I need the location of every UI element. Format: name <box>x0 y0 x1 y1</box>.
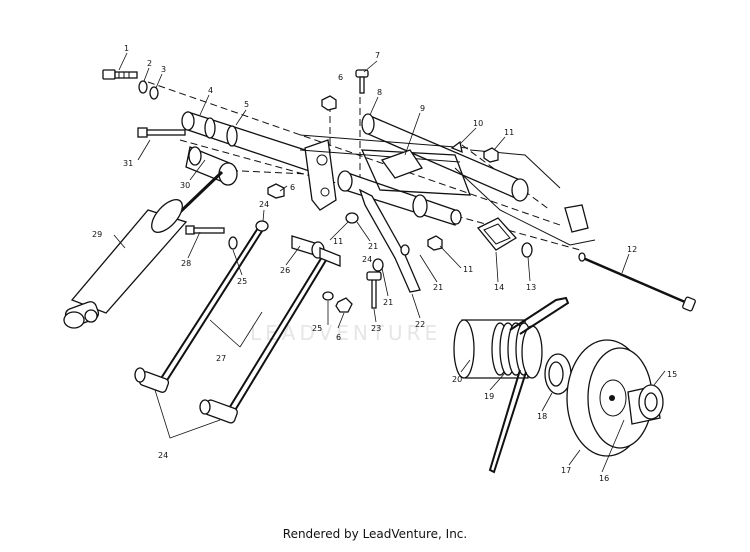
callout-25-right: 25 <box>312 324 322 333</box>
callout-28: 28 <box>181 259 191 268</box>
bolt-1 <box>102 69 138 80</box>
frame-tab <box>564 204 589 233</box>
callout-6-lower: 6 <box>336 333 341 342</box>
pin-10 <box>450 140 463 154</box>
callout-6-top: 6 <box>338 73 343 82</box>
callout-1: 1 <box>124 44 129 53</box>
washer-25-left <box>228 236 238 250</box>
cross-shaft-4 <box>181 111 331 179</box>
callout-18: 18 <box>537 412 547 421</box>
callout-24-middle: 24 <box>362 255 372 264</box>
bolt-23 <box>366 271 382 309</box>
callout-9: 9 <box>420 104 425 113</box>
callout-11-left: 11 <box>333 237 343 246</box>
hub-15 <box>627 384 664 425</box>
nut-11-middle <box>427 235 443 251</box>
callout-25-left: 25 <box>237 277 247 286</box>
washer-18 <box>544 353 572 395</box>
front-axle <box>337 149 471 226</box>
support-bracket-22 <box>345 188 421 293</box>
callout-29: 29 <box>92 230 102 239</box>
callout-10: 10 <box>473 119 483 128</box>
shock-absorber-29 <box>63 170 224 329</box>
washer-3 <box>149 86 159 100</box>
callout-22: 22 <box>415 320 425 329</box>
callouts: 1 2 3 4 5 6 6 6 7 8 9 10 11 11 11 12 13 … <box>92 44 677 483</box>
callout-7: 7 <box>375 51 380 60</box>
callout-13: 13 <box>526 283 536 292</box>
footer-credit: Rendered by LeadVenture, Inc. <box>282 527 468 541</box>
bushing-30 <box>185 146 238 186</box>
bolt-31 <box>137 127 186 138</box>
callout-21-right: 21 <box>433 283 443 292</box>
callout-15: 15 <box>667 370 677 379</box>
bracket-plate <box>304 139 337 211</box>
callout-4: 4 <box>208 86 213 95</box>
washer-25-right <box>322 291 334 301</box>
callout-19: 19 <box>484 392 494 401</box>
callout-16: 16 <box>599 474 609 483</box>
leader-lines <box>113 52 666 473</box>
callout-2: 2 <box>147 59 152 68</box>
bolt-28 <box>185 225 225 235</box>
long-bolt-12 <box>578 252 696 312</box>
callout-17: 17 <box>561 466 571 475</box>
link-rod-27-right <box>199 251 332 424</box>
callout-12: 12 <box>627 245 637 254</box>
bushing-26 <box>291 235 341 267</box>
callout-30: 30 <box>180 181 190 190</box>
callout-6-middle: 6 <box>290 183 295 192</box>
callout-11-top: 11 <box>504 128 514 137</box>
washer-2 <box>138 80 148 94</box>
callout-21-middle: 21 <box>383 298 393 307</box>
nut-6-lower <box>335 297 353 313</box>
nut-6-top <box>321 95 337 111</box>
nut-13 <box>521 242 533 258</box>
callout-3: 3 <box>161 65 166 74</box>
callout-31: 31 <box>123 159 133 168</box>
callout-14: 14 <box>494 283 504 292</box>
upper-shaft <box>361 113 529 202</box>
spring-19 <box>453 296 570 474</box>
link-rod-27-left <box>134 220 269 393</box>
watermark-text: LEADVENTURE <box>250 321 441 345</box>
callout-26: 26 <box>280 266 290 275</box>
callout-23: 23 <box>371 324 381 333</box>
callout-20: 20 <box>452 375 462 384</box>
callout-21-left: 21 <box>368 242 378 251</box>
nut-11-top <box>483 147 499 163</box>
nut-6-middle <box>267 183 285 199</box>
clip-9 <box>380 149 423 179</box>
callout-8: 8 <box>377 88 382 97</box>
callout-11-right: 11 <box>463 265 473 274</box>
bolt-7 <box>355 69 369 94</box>
callout-24-upper: 24 <box>259 200 269 209</box>
callout-24-bottom: 24 <box>158 451 168 460</box>
callout-27: 27 <box>216 354 226 363</box>
block-14 <box>476 217 518 251</box>
callout-5: 5 <box>244 100 249 109</box>
